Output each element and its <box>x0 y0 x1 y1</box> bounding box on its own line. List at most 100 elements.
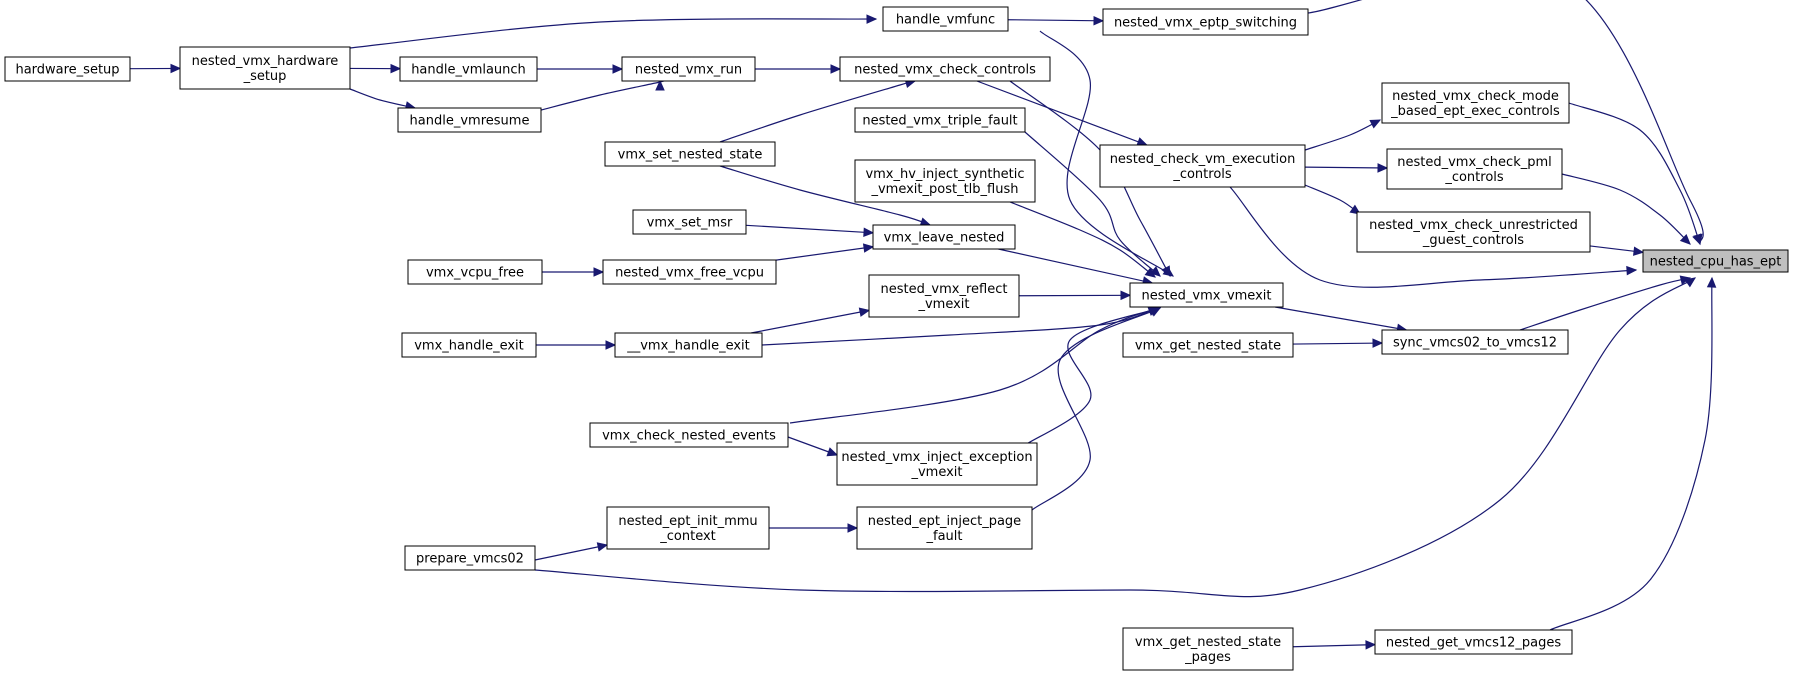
node-box <box>1642 249 1789 273</box>
edge-line <box>789 307 1159 424</box>
graph-node-nested-vmx-vmexit[interactable]: nested_vmx_vmexit <box>1129 282 1284 308</box>
node-box <box>621 56 756 82</box>
node-label: handle_vmresume <box>410 114 530 129</box>
graph-node-nested-vmx-triple-fault[interactable]: nested_vmx_triple_fault <box>854 107 1026 133</box>
arrowhead-icon <box>1147 306 1160 316</box>
node-label: nested_vmx_check_pml <box>1397 155 1552 170</box>
node-box <box>868 274 1020 318</box>
edge-n7-to-n6 <box>755 64 842 74</box>
graph-node-nested-vmx-inject-exception-vmexit[interactable]: nested_vmx_inject_exception_vmexit <box>836 442 1038 486</box>
node-label: _vmexit_post_tlb_flush <box>870 182 1018 197</box>
graph-node-nested-cpu-has-ept[interactable]: nested_cpu_has_ept <box>1642 249 1789 273</box>
edge-n22-to-n15 <box>789 306 1160 424</box>
graph-node-nested-vmx-check-controls[interactable]: nested_vmx_check_controls <box>839 56 1051 82</box>
graph-node-vmx-get-nested-state-pages[interactable]: vmx_get_nested_state_pages <box>1122 627 1294 671</box>
edge-n27-to-n26 <box>775 243 875 261</box>
edge-line <box>1304 166 1388 169</box>
graph-node-prepare-vmcs02[interactable]: prepare_vmcs02 <box>404 545 536 571</box>
node-box <box>1356 211 1591 253</box>
edge-line <box>761 306 1161 346</box>
graph-node-nested-vmx-free-vcpu[interactable]: nested_vmx_free_vcpu <box>602 259 777 285</box>
edge-n3-to-n9 <box>349 88 417 111</box>
graph-node-nested-ept-init-mmu-context[interactable]: nested_ept_init_mmu_context <box>606 506 770 550</box>
node-box <box>836 442 1038 486</box>
edge-line <box>976 80 1147 146</box>
node-box <box>632 209 747 235</box>
graph-node-hardware-setup[interactable]: hardware_setup <box>4 56 131 82</box>
node-box <box>602 259 777 285</box>
graph-node-sync-vmcs02-to-vmcs12[interactable]: sync_vmcs02_to_vmcs12 <box>1381 329 1569 355</box>
edge-line <box>1024 131 1161 277</box>
graph-node-nested-vmx-check-pml-controls[interactable]: nested_vmx_check_pml_controls <box>1386 148 1563 190</box>
edge-n22-to-n21 <box>787 436 839 457</box>
node-label: _context <box>659 529 716 544</box>
graph-node-vmx-set-msr[interactable]: vmx_set_msr <box>632 209 747 235</box>
arrowhead-icon <box>596 542 609 552</box>
arrowhead-icon <box>1692 233 1702 246</box>
nodes-layer: nested_cpu_has_ept nested_vmx_eptp_switch… <box>4 6 1789 671</box>
edge-line <box>998 248 1153 284</box>
arrowhead-icon <box>655 79 665 91</box>
node-label: nested_ept_inject_page <box>868 514 1021 529</box>
arrowhead-icon <box>826 447 839 457</box>
graph-node-vmx-leave-nested[interactable]: vmx_leave_nested <box>872 224 1016 250</box>
graph-node-nested-vmx-eptp-switching[interactable]: nested_vmx_eptp_switching <box>1102 8 1309 36</box>
arrowhead-icon <box>1149 266 1161 277</box>
edge-n24-to-n15 <box>1024 131 1161 277</box>
arrowhead-icon <box>1365 640 1377 650</box>
edge-n12-to-n0 <box>1561 173 1691 245</box>
edge-n2-to-n1 <box>1007 15 1105 26</box>
arrowhead-icon <box>1377 163 1389 173</box>
graph-node-nested-vmx-check-unrestricted-guest-controls[interactable]: nested_vmx_check_unrestricted_guest_cont… <box>1356 211 1591 253</box>
node-box <box>589 422 789 448</box>
graph-node-vmx-set-nested-state[interactable]: vmx_set_nested_state <box>604 141 776 167</box>
edge-line <box>1568 102 1701 245</box>
graph-node-nested-get-vmcs12-pages[interactable]: nested_get_vmcs12_pages <box>1374 629 1573 655</box>
node-label: vmx_leave_nested <box>884 231 1005 246</box>
node-box <box>1129 282 1284 308</box>
arrowhead-icon <box>593 267 605 277</box>
graph-node-nested-vmx-check-mode-based-ept-exec-controls[interactable]: nested_vmx_check_mode_based_ept_exec_con… <box>1381 82 1570 124</box>
node-label: nested_vmx_reflect <box>881 282 1008 297</box>
graph-node-handle-vmresume[interactable]: handle_vmresume <box>397 107 542 133</box>
arrowhead-icon <box>1136 137 1148 147</box>
graph-node-nested-ept-inject-page-fault[interactable]: nested_ept_inject_page_fault <box>856 506 1033 550</box>
node-label: nested_vmx_hardware <box>192 54 339 69</box>
node-box <box>882 6 1009 32</box>
node-box <box>1122 627 1294 671</box>
graph-node-vmx-hv-inject-synthetic-vmexit-post-tlb-flush[interactable]: vmx_hv_inject_synthetic_vmexit_post_tlb_… <box>854 159 1036 203</box>
graph-node-nested-vmx-run[interactable]: nested_vmx_run <box>621 56 756 82</box>
arrowhead-icon <box>858 307 871 317</box>
node-label: _controls <box>1444 170 1504 185</box>
edge-line <box>1009 201 1156 278</box>
node-label: handle_vmfunc <box>896 13 995 28</box>
edge-n5-to-n12 <box>1304 163 1389 173</box>
graph-node-handle-vmfunc[interactable]: handle_vmfunc <box>882 6 1009 32</box>
edge-n16-to-n23 <box>750 307 871 334</box>
node-box <box>399 56 538 82</box>
node-label: nested_cpu_has_ept <box>1650 255 1782 270</box>
edge-n17-to-n16 <box>536 340 617 350</box>
graph-node-nested-check-vm-execution-controls[interactable]: nested_check_vm_execution_controls <box>1099 144 1306 188</box>
edge-n31-to-n0 <box>1549 276 1717 631</box>
edge-n20-to-n0 <box>534 277 1697 598</box>
graph-node-handle-vmlaunch[interactable]: handle_vmlaunch <box>399 56 538 82</box>
graph-node-vmx-get-nested-state[interactable]: vmx_get_nested_state <box>1122 332 1294 358</box>
node-label: vmx_set_msr <box>647 216 733 231</box>
edge-n29-to-n26 <box>745 224 875 238</box>
node-box <box>401 332 537 358</box>
graph-node-nested-vmx-reflect-vmexit[interactable]: nested_vmx_reflect_vmexit <box>868 274 1020 318</box>
arrowhead-icon <box>1633 246 1645 256</box>
graph-node-vmx-check-nested-events[interactable]: vmx_check_nested_events <box>589 422 789 448</box>
edge-n3-to-n8 <box>349 63 402 74</box>
graph-node-vmx-handle-exit[interactable]: __vmx_handle_exit <box>614 332 763 358</box>
node-label: vmx_hv_inject_synthetic <box>865 167 1024 182</box>
graph-node-vmx-vcpu-free[interactable]: vmx_vcpu_free <box>407 259 543 285</box>
edge-n5-to-n11 <box>1304 119 1382 151</box>
graph-node-nested-vmx-hardware-setup[interactable]: nested_vmx_hardware_setup <box>179 46 351 90</box>
node-box <box>407 259 543 285</box>
node-label: _vmexit <box>917 297 969 312</box>
graph-node-vmx-handle-exit[interactable]: vmx_handle_exit <box>401 332 537 358</box>
arrowhead-icon <box>862 243 875 253</box>
